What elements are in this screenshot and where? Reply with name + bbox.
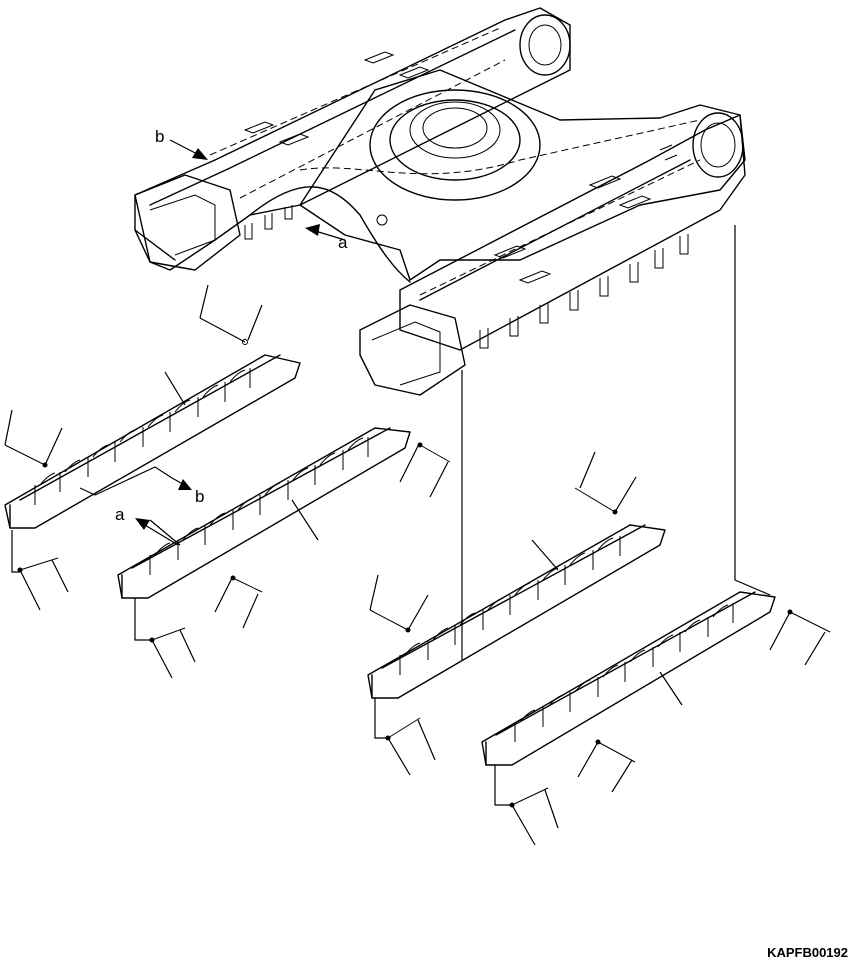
label-b-lower: b <box>195 487 204 506</box>
leader-lines <box>4 225 826 846</box>
label-b-top: b <box>155 127 164 146</box>
drawing-code: KAPFB00192 <box>767 945 848 960</box>
track-guard-3 <box>367 524 666 699</box>
labels: b a b a KAPFB00192 <box>115 127 848 960</box>
track-guard-2 <box>117 427 411 599</box>
label-a-top: a <box>338 233 348 252</box>
track-guard-4 <box>481 591 776 766</box>
reference-lines <box>209 27 701 296</box>
track-frame <box>134 7 746 396</box>
label-a-lower: a <box>115 505 125 524</box>
arrows <box>135 139 346 546</box>
track-guard-1 <box>4 354 301 529</box>
bolts-and-washers <box>4 317 831 808</box>
